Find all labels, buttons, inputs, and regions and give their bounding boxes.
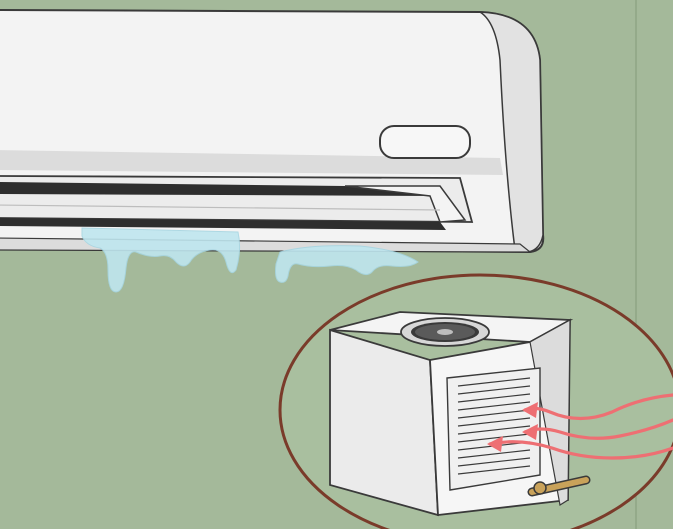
- water-drip-right: [275, 245, 419, 283]
- vent-louver: [344, 185, 467, 223]
- water-drip-icon: [81, 227, 419, 293]
- water-drip-left: [81, 227, 241, 293]
- outdoor-unit-callout: [278, 273, 673, 529]
- copper-pipe-icon: [527, 475, 591, 497]
- fan-icon: [400, 317, 490, 347]
- vent-opening-top: [0, 182, 442, 196]
- display-panel: [379, 125, 471, 159]
- heat-flow-arrows-icon: [488, 393, 673, 460]
- vent-opening-bottom: [0, 218, 446, 230]
- vent-louver-line: [0, 204, 441, 211]
- condenser-grille: [446, 367, 541, 491]
- heat-arrow-heads: [487, 402, 538, 452]
- condenser-front: [329, 328, 439, 517]
- indoor-unit-icon: [0, 9, 545, 254]
- indoor-unit-front-shade: [0, 150, 503, 175]
